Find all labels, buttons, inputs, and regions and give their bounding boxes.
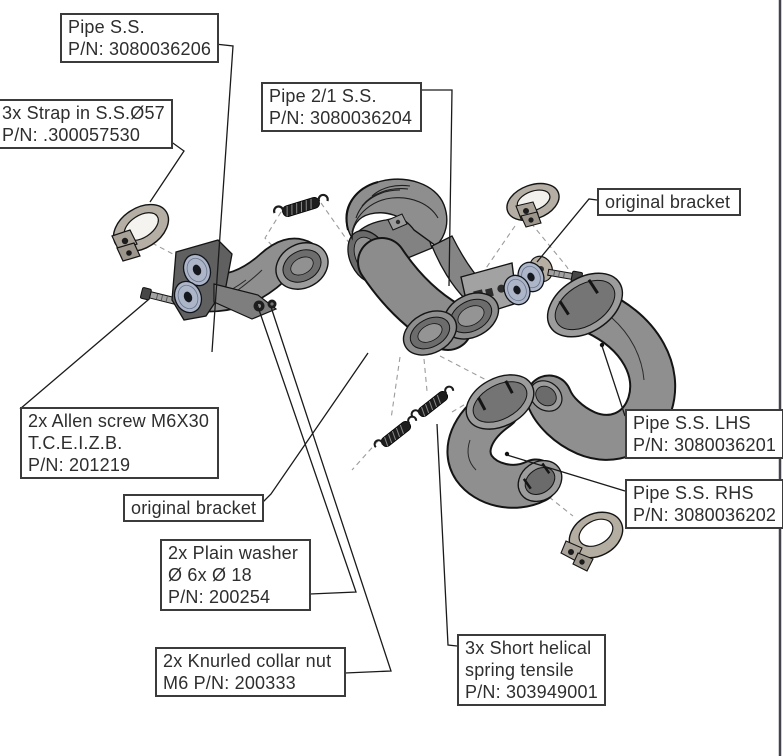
label-line: 2x Knurled collar nut xyxy=(163,651,332,671)
label-line: Ø 6x Ø 18 xyxy=(168,565,252,585)
label-line: 2x Plain washer xyxy=(168,543,299,563)
collector-pipe-2in1 xyxy=(345,178,518,356)
label-line: original bracket xyxy=(605,192,731,212)
leader-dot xyxy=(599,342,605,348)
rhs-pipe-opening xyxy=(517,459,563,503)
label-line: P/N: 3080036204 xyxy=(269,108,413,128)
bracket-washer-stack xyxy=(503,255,553,306)
middle-spring xyxy=(373,415,418,448)
label-allen-screw: 2x Allen screw M6X30 T.C.E.I.Z.B. P/N: 2… xyxy=(20,407,219,479)
label-line: original bracket xyxy=(131,498,257,518)
label-pipe-2-1: Pipe 2/1 S.S. P/N: 3080036204 xyxy=(261,82,422,132)
plain-washer xyxy=(182,253,212,287)
left-pipe-flange xyxy=(275,242,329,290)
label-strap: 3x Strap in S.S.Ø57 P/N: .300057530 xyxy=(0,99,173,149)
label-line: 3x Strap in S.S.Ø57 xyxy=(2,103,165,123)
right-strap-clamp xyxy=(506,182,560,228)
label-line: P/N: .300057530 xyxy=(2,125,141,145)
rhs-pipe-flange xyxy=(465,374,535,430)
lhs-pipe-flange xyxy=(546,272,624,338)
label-helical-spring: 3x Short helical spring tensile P/N: 303… xyxy=(457,634,606,706)
collector-outlet-left xyxy=(402,310,458,356)
label-line: P/N: 303949001 xyxy=(465,682,598,702)
lhs-pipe-opening xyxy=(529,380,563,412)
leader-lines xyxy=(19,43,626,674)
label-line: 2x Allen screw M6X30 xyxy=(28,411,210,431)
label-line: P/N: 3080036201 xyxy=(633,435,777,455)
rhs-pipe xyxy=(446,374,563,509)
label-line: Pipe S.S. RHS xyxy=(633,483,754,503)
label-line: 3x Short helical xyxy=(465,638,592,658)
label-line: Pipe 2/1 S.S. xyxy=(269,86,377,106)
label-original-bracket-bottom: original bracket xyxy=(123,494,265,522)
label-line: P/N: 3080036202 xyxy=(633,505,777,525)
label-line: spring tensile xyxy=(465,660,574,680)
label-line: P/N: 200254 xyxy=(168,587,271,607)
label-line: Pipe S.S. LHS xyxy=(633,413,751,433)
label-pipe-lhs: Pipe S.S. LHS P/N: 3080036201 xyxy=(625,409,783,459)
label-pipe-ss: Pipe S.S. P/N: 3080036206 xyxy=(60,13,220,63)
label-line: P/N: 201219 xyxy=(28,455,131,475)
middle-spring xyxy=(410,385,455,418)
label-pipe-rhs: Pipe S.S. RHS P/N: 3080036202 xyxy=(625,479,783,529)
label-original-bracket-right: original bracket xyxy=(597,188,741,216)
collector-outlet-right xyxy=(442,292,500,340)
plain-washer xyxy=(503,274,531,306)
fitted-nut-hole xyxy=(270,302,274,306)
label-line: T.C.E.I.Z.B. xyxy=(28,433,123,453)
label-plain-washer: 2x Plain washer Ø 6x Ø 18 P/N: 200254 xyxy=(160,539,311,611)
bottom-strap-clamp xyxy=(560,511,624,572)
label-line: M6 P/N: 200333 xyxy=(163,673,296,693)
label-line: P/N: 3080036206 xyxy=(68,39,212,59)
left-pipe xyxy=(171,237,329,321)
top-spring xyxy=(273,193,329,217)
left-strap-clamp xyxy=(111,203,170,262)
plain-washer xyxy=(173,280,203,314)
label-line: Pipe S.S. xyxy=(68,17,145,37)
label-knurled-nut: 2x Knurled collar nut M6 P/N: 200333 xyxy=(155,647,346,697)
